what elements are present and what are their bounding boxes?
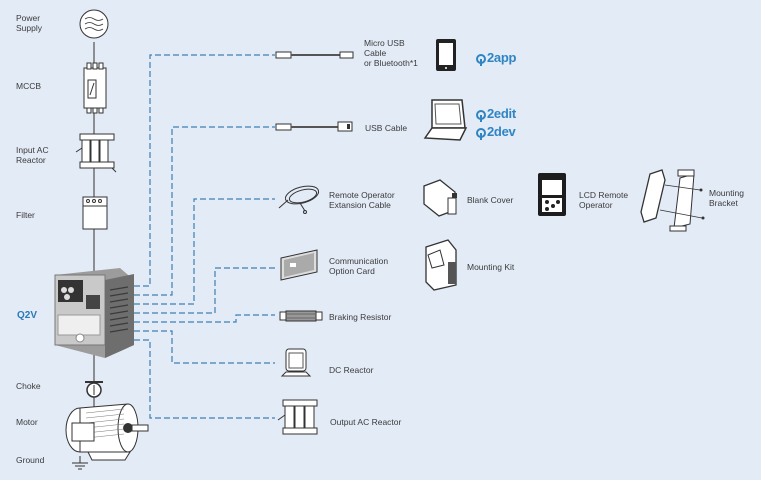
connection-micro-usb xyxy=(134,54,275,287)
mounting-bracket-label: Mounting Bracket xyxy=(709,188,744,208)
motor-icon xyxy=(65,403,149,461)
choke-label: Choke xyxy=(16,381,41,391)
mccb-icon xyxy=(83,62,107,114)
usb-cable-label: USB Cable xyxy=(365,123,408,133)
output-ac-reactor-icon xyxy=(277,399,318,435)
connection-comm-card xyxy=(134,267,275,314)
braking-resistor-label: Braking Resistor xyxy=(329,312,392,322)
ground-label: Ground xyxy=(16,455,45,465)
connection-dc-reactor xyxy=(134,330,275,364)
output-ac-reactor-label: Output AC Reactor xyxy=(330,417,402,427)
mccb-label: MCCB xyxy=(16,81,42,91)
q-logo-icon xyxy=(476,54,486,66)
connection-output-ac-reactor xyxy=(134,339,275,419)
tablet-icon xyxy=(436,39,456,71)
mounting-kit-label: Mounting Kit xyxy=(467,262,515,272)
connection-usb xyxy=(134,126,275,296)
power-supply-icon xyxy=(79,9,109,39)
lcd-remote-operator-icon xyxy=(538,173,566,216)
q-logo-icon xyxy=(476,110,486,122)
dc-reactor-label: DC Reactor xyxy=(329,365,374,375)
mounting-bracket-icon xyxy=(640,169,705,232)
q2edit-logo: 2edit xyxy=(476,106,516,122)
choke-icon xyxy=(85,381,103,398)
braking-resistor-icon xyxy=(279,310,323,322)
input-ac-reactor-icon xyxy=(75,133,117,173)
connection-remote-cable xyxy=(134,198,275,305)
lcd-operator-label: LCD Remote Operator xyxy=(579,190,629,210)
input-ac-reactor-label: Input AC Reactor xyxy=(16,145,49,165)
filter-icon xyxy=(82,196,108,230)
micro-usb-label: Micro USB Cable or Bluetooth*1 xyxy=(364,38,418,68)
comm-card-label: Communication Option Card xyxy=(329,256,389,276)
mounting-kit-icon xyxy=(425,239,457,291)
q2dev-logo: 2dev xyxy=(476,124,516,140)
dashed-connections xyxy=(134,54,275,419)
blank-cover-icon xyxy=(423,179,457,217)
motor-label: Motor xyxy=(16,417,38,427)
blank-cover-label: Blank Cover xyxy=(467,195,514,205)
filter-label: Filter xyxy=(16,210,35,220)
comm-card-icon xyxy=(280,249,318,281)
dc-reactor-icon xyxy=(280,348,312,377)
q2v-drive-image xyxy=(54,268,134,358)
power-supply-label: Power Supply xyxy=(16,13,42,33)
q-logo-icon xyxy=(476,128,486,140)
laptop-icon xyxy=(423,99,468,141)
ground-icon xyxy=(72,456,88,470)
micro-usb-cable-icon xyxy=(275,51,354,59)
q2v-label: Q2V xyxy=(17,310,38,321)
remote-cable-icon xyxy=(278,185,320,214)
connection-braking-resistor xyxy=(134,314,275,323)
usb-cable-icon xyxy=(275,121,353,132)
q2app-logo: 2app xyxy=(476,50,516,66)
remote-cable-label: Remote Operator Extansion Cable xyxy=(329,190,395,210)
